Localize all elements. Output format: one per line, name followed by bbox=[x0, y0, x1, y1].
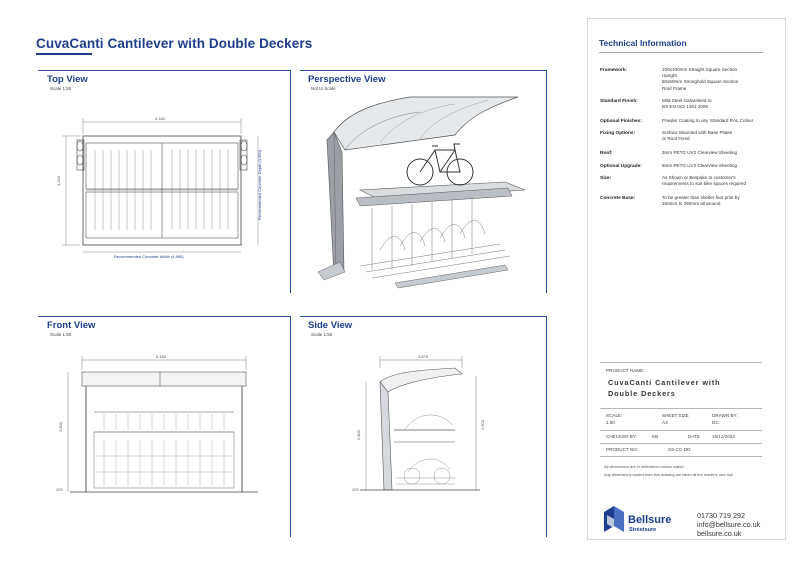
spec-value: Mild Steel Galvanised to BS EN ISO 1461 … bbox=[662, 98, 772, 110]
spec-line: or Root Fixed bbox=[662, 136, 690, 142]
perspective-view-panel bbox=[300, 70, 547, 293]
product-name-line: Double Deckers bbox=[608, 389, 676, 398]
spec-line: Powder Coating to any Standard RAL Colou… bbox=[662, 118, 754, 123]
product-name: CuvaCanti Cantilever with Double Deckers bbox=[608, 377, 721, 399]
sheet-size-value: A3 bbox=[662, 420, 668, 425]
spec-label: Fixing Options: bbox=[600, 131, 636, 136]
spec-label: Standard Finish: bbox=[600, 99, 638, 104]
spec-line: 3mm PETG UV2 Clearview Sheeting bbox=[662, 150, 738, 155]
titleblock-divider bbox=[600, 430, 762, 431]
spec-value: As Shown or Bespoke to customer's requir… bbox=[662, 175, 772, 187]
top-view-scale: Scale 1:50 bbox=[50, 86, 72, 91]
contact-phone: 01730 719 292 bbox=[697, 511, 745, 520]
scale-value: 1:50 bbox=[606, 420, 615, 425]
side-view-scale: Scale 1:50 bbox=[311, 332, 333, 337]
top-view-panel bbox=[38, 70, 291, 293]
checked-by-value: KB bbox=[652, 434, 659, 439]
title-underline bbox=[36, 53, 92, 55]
spec-value: 3mm PETG UV2 Clearview Sheeting bbox=[662, 150, 772, 156]
spec-line: 150mm to 250mm all around bbox=[662, 201, 721, 207]
spec-line: 100x100mm Straight Square Section bbox=[662, 67, 738, 72]
bike-illustration bbox=[406, 143, 474, 186]
contact-website[interactable]: bellsure.co.uk bbox=[697, 529, 742, 538]
checked-by-label: CHECKED BY: bbox=[606, 434, 637, 439]
front-view-panel bbox=[38, 316, 291, 537]
side-view-drawing bbox=[360, 356, 480, 491]
date-label: DATE bbox=[688, 434, 700, 439]
front-base-dim: 100 bbox=[56, 487, 63, 492]
front-width-dim: 5,180 bbox=[156, 354, 167, 359]
spec-label: Optional Finishes: bbox=[600, 119, 642, 124]
spec-line: Mild Steel Galvanised to bbox=[662, 98, 712, 103]
side-view-panel bbox=[300, 316, 547, 537]
spec-line: Surface Mounted with Base Plates bbox=[662, 130, 733, 135]
brand-subname: Streetsure bbox=[629, 527, 657, 533]
top-width-dim: 5,180 bbox=[155, 116, 166, 121]
brand-name: Bellsure bbox=[628, 514, 672, 526]
drawn-by-label: DRAWN BY: bbox=[712, 413, 738, 418]
front-view-title: Front View bbox=[47, 320, 96, 331]
spec-value: Surface Mounted with Base Plates or Root… bbox=[662, 130, 772, 142]
spec-value: Powder Coating to any Standard RAL Colou… bbox=[662, 118, 772, 124]
spec-line: 5mm PETG UV2 Clearview Sheeting bbox=[662, 163, 738, 168]
spec-value: 5mm PETG UV2 Clearview Sheeting bbox=[662, 163, 772, 169]
top-ground-dim: Recommended Concrete Width (4,980) bbox=[114, 254, 184, 259]
front-view-scale: Scale 1:50 bbox=[50, 332, 72, 337]
spec-line: To be greater than shelter foot print by bbox=[662, 195, 740, 200]
info-column bbox=[587, 18, 786, 540]
spec-line: 50x50mm Stronghold Square Section bbox=[662, 79, 739, 85]
technical-information-title: Technical Information bbox=[599, 38, 687, 48]
technical-information-rule bbox=[599, 52, 763, 53]
date-value: 16/12/2024 bbox=[712, 434, 735, 439]
spec-value: 100x100mm Straight Square Section Uprigh… bbox=[662, 67, 772, 92]
note-scaling: Any dimensions scaled from this drawing … bbox=[604, 472, 733, 477]
side-base-dim: 100 bbox=[352, 487, 359, 492]
product-name-line: CuvaCanti Cantilever with bbox=[608, 378, 721, 387]
titleblock-divider bbox=[600, 443, 762, 444]
spec-label: Concrete Base: bbox=[600, 196, 636, 201]
titleblock-divider bbox=[600, 408, 762, 409]
spec-label: Roof: bbox=[600, 151, 613, 156]
product-no-value: SS-CC-DD bbox=[668, 447, 691, 452]
side-width-dim: 2,875 bbox=[418, 354, 429, 359]
spec-line: As Shown or Bespoke to customer's bbox=[662, 175, 736, 180]
spec-label: Framework: bbox=[600, 68, 628, 73]
titleblock-divider bbox=[600, 362, 762, 363]
top-view-drawing bbox=[62, 118, 259, 253]
product-no-label: PRODUCT NO: bbox=[606, 447, 639, 452]
side-view-title: Side View bbox=[308, 320, 353, 331]
spec-label: Size: bbox=[600, 176, 612, 181]
note-dimensions: All dimensions are in millimetres unless… bbox=[604, 464, 684, 469]
drawn-by-value: DC bbox=[712, 420, 719, 425]
contact-email[interactable]: info@bellsure.co.uk bbox=[697, 520, 761, 529]
product-name-label: PRODUCT NAME: bbox=[606, 368, 645, 373]
spec-line: Upright bbox=[662, 73, 677, 79]
sheet-size-label: SHEET SIZE bbox=[662, 413, 689, 418]
spec-line: requirements to suit bike spaces require… bbox=[662, 181, 747, 187]
spec-value: To be greater than shelter foot print by… bbox=[662, 195, 772, 207]
front-view-drawing bbox=[67, 356, 258, 493]
spec-label: Optional Upgrade: bbox=[600, 164, 642, 169]
spec-line: BS EN ISO 1461 2009 bbox=[662, 104, 708, 110]
perspective-view-title: Perspective View bbox=[308, 74, 386, 85]
top-view-title: Top View bbox=[47, 74, 88, 85]
scale-label: SCALE: bbox=[606, 413, 623, 418]
perspective-view-drawing bbox=[317, 96, 526, 289]
perspective-view-scale: Not to Scale bbox=[311, 86, 336, 91]
spec-line: Roof Frame bbox=[662, 85, 687, 91]
titleblock-divider bbox=[600, 456, 762, 457]
drawing-title: CuvaCanti Cantilever with Double Deckers bbox=[36, 36, 313, 51]
